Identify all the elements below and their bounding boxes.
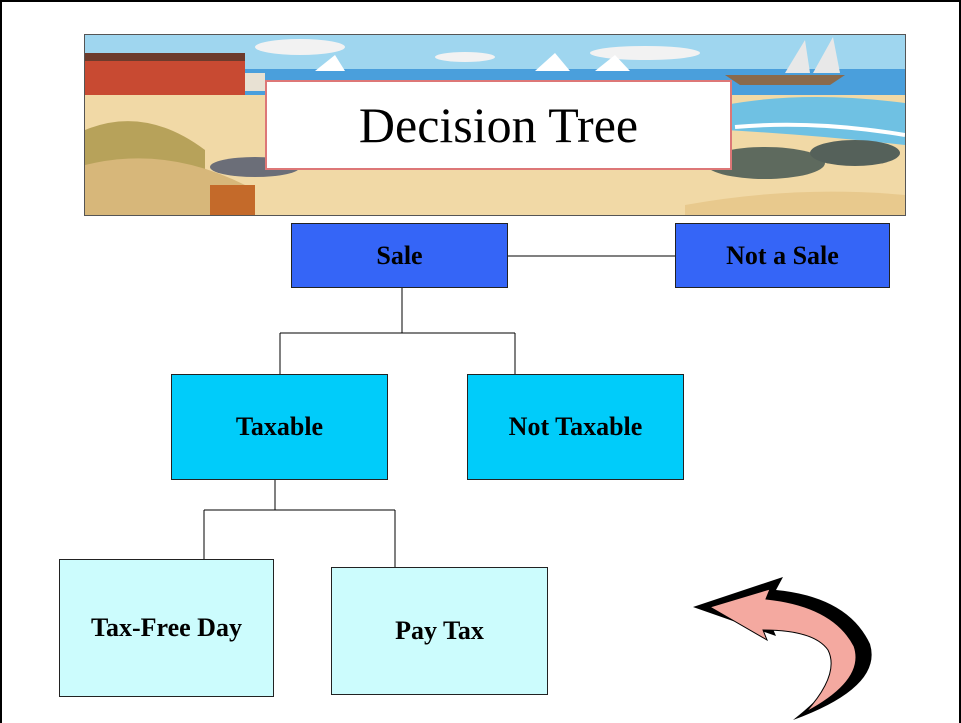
beach-scene-illustration xyxy=(85,35,905,215)
node-not-taxable: Not Taxable xyxy=(467,374,684,480)
node-tax-free-day: Tax-Free Day xyxy=(59,559,274,697)
curved-back-arrow-icon[interactable] xyxy=(688,572,888,720)
node-taxable: Taxable xyxy=(171,374,388,480)
slide-title: Decision Tree xyxy=(265,80,732,170)
beach-banner: Decision Tree xyxy=(84,34,906,216)
node-sale: Sale xyxy=(291,223,508,288)
node-pay-tax: Pay Tax xyxy=(331,567,548,695)
node-not-a-sale: Not a Sale xyxy=(675,223,890,288)
